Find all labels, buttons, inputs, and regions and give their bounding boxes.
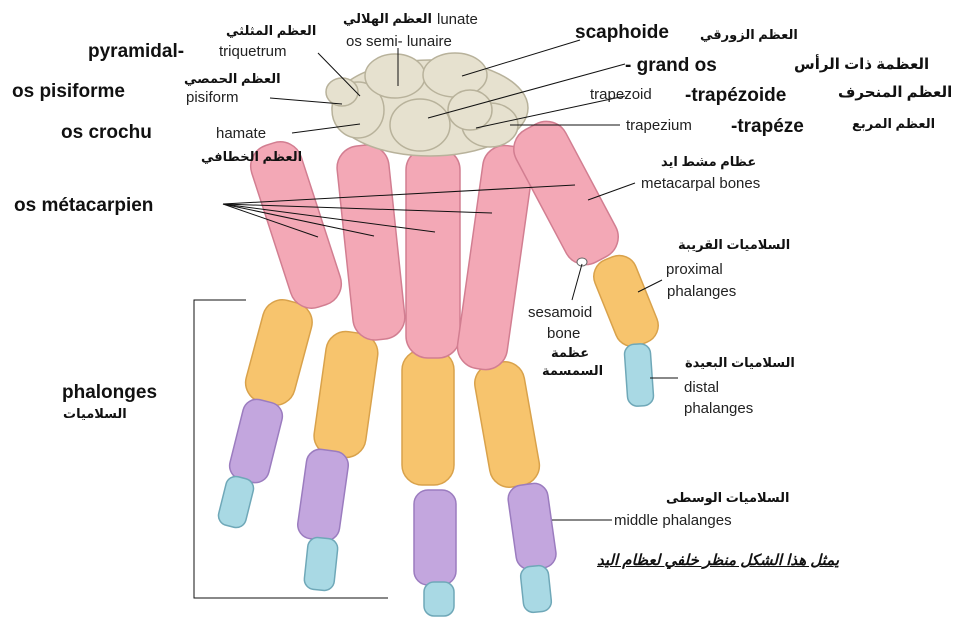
- pisiform-label-en: pisiform: [186, 90, 239, 105]
- middle-label-en: middle phalanges: [614, 513, 732, 528]
- hamate-label-fr: os crochu: [61, 123, 152, 142]
- metacarpal-label-en: metacarpal bones: [641, 176, 760, 191]
- grand-os-label-fr: - grand os: [625, 56, 717, 75]
- sesamoid-label-en1: sesamoid: [528, 305, 592, 320]
- proximal-label-ar: السلاميات القريبة: [678, 238, 790, 251]
- hamate-label-en: hamate: [216, 126, 266, 141]
- carpal-bones: [326, 53, 528, 156]
- grand-os-label-ar: العظمة ذات الرأس: [794, 57, 929, 72]
- proximal-label-en2: phalanges: [667, 284, 736, 299]
- triquetrum-label-en: triquetrum: [219, 44, 287, 59]
- distal-label-en1: distal: [684, 380, 719, 395]
- trapezoid-label-ar: العظم المنحرف: [838, 85, 952, 100]
- triquetrum-label-fr: pyramidal-: [88, 42, 184, 61]
- proximal-label-en1: proximal: [666, 262, 723, 277]
- sesamoid-label-ar2: السمسمة: [542, 364, 603, 377]
- pisiform-label-ar: العظم الحمصي: [184, 72, 281, 85]
- trapezium-label-fr: -trapéze: [731, 117, 804, 136]
- scaphoide-label-fr: scaphoide: [575, 23, 669, 42]
- phalanges-label-fr: phalonges: [62, 383, 157, 402]
- sesamoid-label-ar1: عظمة: [551, 346, 589, 359]
- metacarpal-label-ar: عظام مشط ايد: [661, 155, 756, 168]
- trapezoid-label-fr: -trapézoide: [685, 86, 786, 105]
- hamate-label-ar: العظم الخطافي: [201, 150, 302, 163]
- middle-label-ar: السلاميات الوسطى: [666, 491, 789, 504]
- pisiform-label-fr: os pisiforme: [12, 82, 125, 101]
- trapezoid-label-en: trapezoid: [590, 87, 652, 102]
- lunate-label-fr: os semi- lunaire: [346, 34, 452, 49]
- phalanges-label-ar: السلاميات: [63, 407, 127, 420]
- distal-label-ar: السلاميات البعيدة: [685, 356, 795, 369]
- distal-label-en2: phalanges: [684, 401, 753, 416]
- lunate-label-ar: العظم الهلالي: [343, 12, 432, 25]
- triquetrum-label-ar: العظم المثلثي: [226, 24, 316, 37]
- figure-caption: يمثل هذا الشكل منظر خلفي لعظام اليد: [597, 553, 839, 568]
- trapezium-label-ar: العظم المربع: [852, 117, 935, 130]
- trapezium-label-en: trapezium: [626, 118, 692, 133]
- sesamoid-label-en2: bone: [547, 326, 580, 341]
- lunate-label-en: lunate: [437, 12, 478, 27]
- scaphoide-label-ar: العظم الزورقي: [700, 28, 798, 41]
- metacarpal-label-fr: os métacarpien: [14, 196, 153, 215]
